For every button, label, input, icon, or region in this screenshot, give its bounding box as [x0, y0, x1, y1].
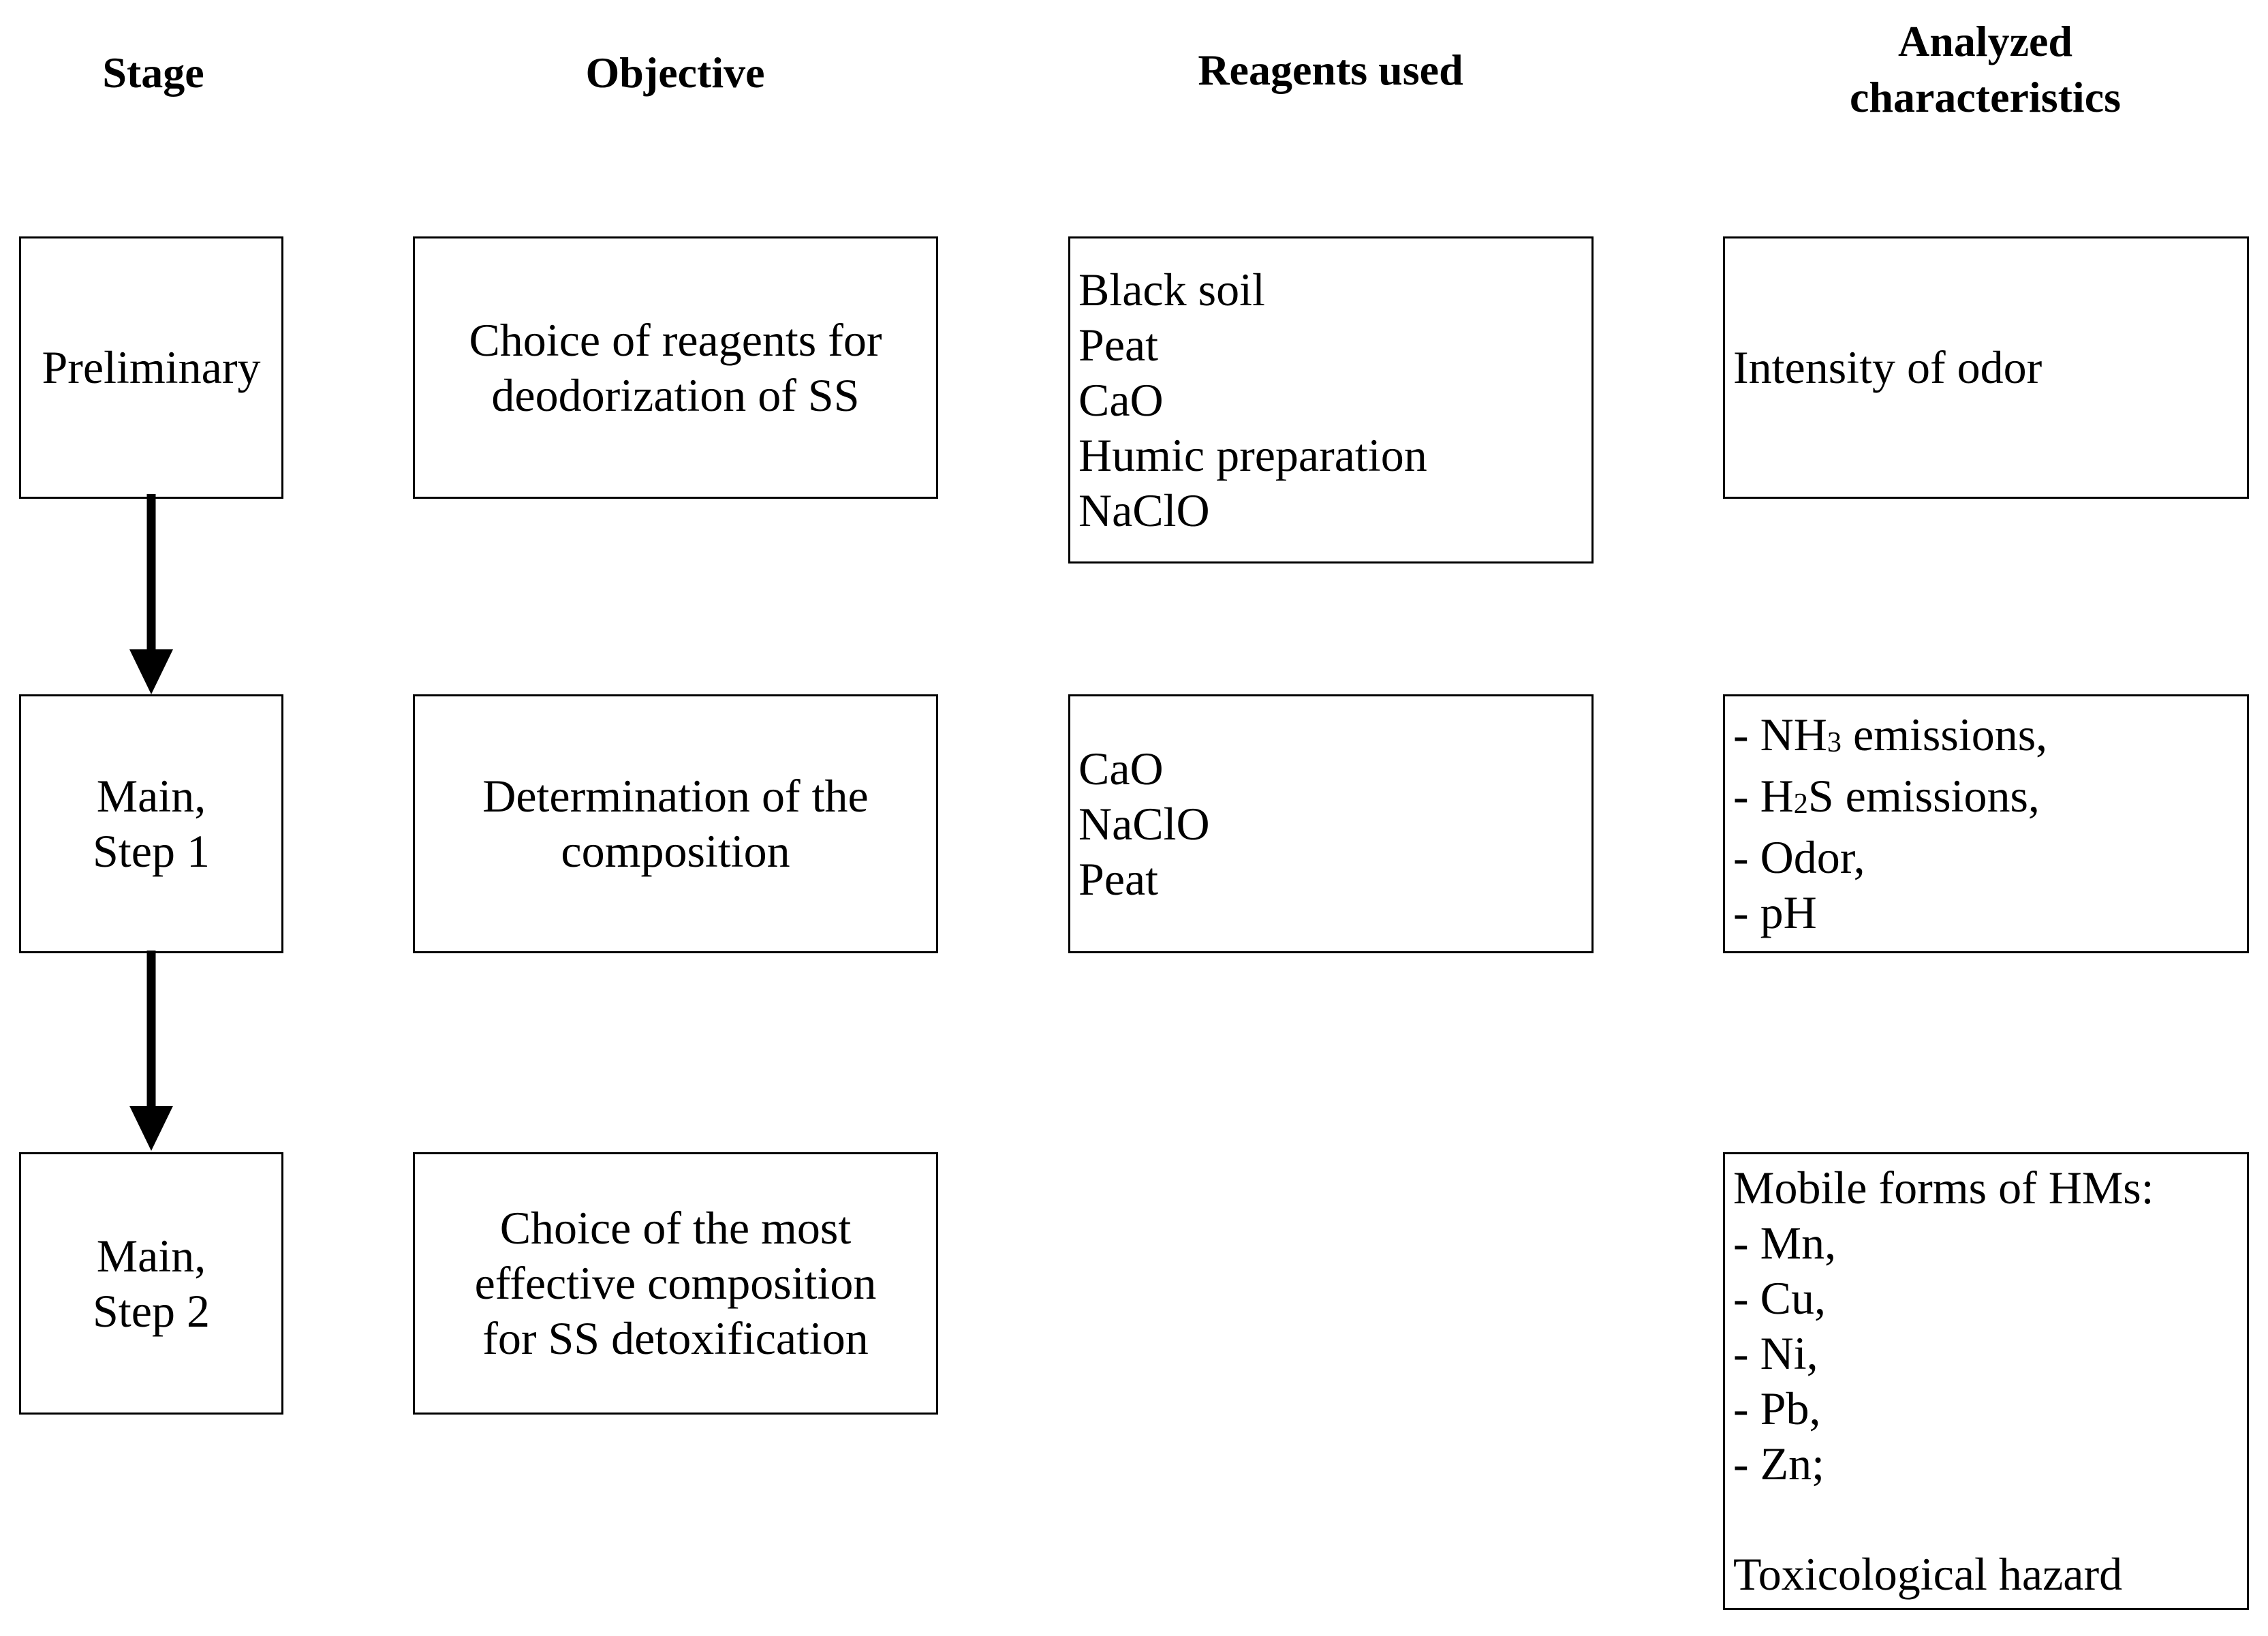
analyzed-box-1: Intensity of odor [1723, 236, 2249, 499]
arrow-down-icon [129, 494, 173, 694]
arrow-down-icon [129, 951, 173, 1151]
objective-text: deodorization of SS [491, 369, 860, 421]
analyzed-item: - Cu, [1733, 1272, 1826, 1324]
reagents-box-1: Black soil Peat CaO Humic preparation Na… [1068, 236, 1594, 564]
stage-text: Main, [96, 770, 206, 822]
analyzed-text: Intensity of odor [1733, 341, 2042, 393]
objective-text: composition [561, 825, 790, 877]
objective-box-1: Choice of reagents for deodorization of … [413, 236, 938, 499]
header-stage: Stage [102, 48, 204, 97]
stage-box-main-step2: Main, Step 2 [19, 1152, 283, 1415]
objective-box-3: Choice of the most effective composition… [413, 1152, 938, 1415]
analyzed-item: Toxicological hazard [1733, 1548, 2123, 1600]
reagent-item: Peat [1078, 318, 1159, 371]
analyzed-item: Mobile forms of HMs: [1733, 1162, 2154, 1214]
reagents-box-2: CaO NaClO Peat [1068, 694, 1594, 953]
header-reagents: Reagents used [1198, 46, 1463, 94]
reagent-item: Peat [1078, 852, 1159, 905]
header-analyzed: Analyzed characteristics [1723, 14, 2248, 125]
analyzed-item: - pH [1733, 886, 1817, 938]
stage-box-preliminary: Preliminary [19, 236, 283, 499]
objective-text: for SS detoxification [482, 1312, 869, 1364]
analyzed-item: - NH3 emissions, [1733, 709, 2048, 760]
header-analyzed-line2: characteristics [1849, 73, 2122, 121]
objective-text: Choice of reagents for [469, 313, 882, 366]
reagent-item: CaO [1078, 742, 1164, 794]
analyzed-item: - H2S emissions, [1733, 770, 2040, 822]
objective-box-2: Determination of the composition [413, 694, 938, 953]
analyzed-item: - Mn, [1733, 1217, 1837, 1269]
analyzed-box-3: Mobile forms of HMs: - Mn, - Cu, - Ni, -… [1723, 1152, 2249, 1610]
reagent-item: NaClO [1078, 484, 1210, 536]
objective-text: Choice of the most [499, 1202, 852, 1254]
reagent-item: CaO [1078, 373, 1164, 426]
stage-text: Step 1 [93, 825, 210, 877]
analyzed-item: - Pb, [1733, 1383, 1821, 1434]
stage-text: Preliminary [42, 341, 261, 393]
stage-box-main-step1: Main, Step 1 [19, 694, 283, 953]
objective-text: effective composition [474, 1257, 877, 1309]
reagent-item: NaClO [1078, 797, 1210, 850]
header-objective: Objective [585, 48, 765, 97]
analyzed-item: - Ni, [1733, 1327, 1818, 1379]
analyzed-item [1733, 1492, 2247, 1547]
header-analyzed-line1: Analyzed [1898, 17, 2072, 65]
analyzed-box-2: - NH3 emissions, - H2S emissions, - Odor… [1723, 694, 2249, 953]
analyzed-item: - Zn; [1733, 1438, 1825, 1490]
analyzed-item: - Odor, [1733, 831, 1865, 883]
objective-text: Determination of the [482, 770, 869, 822]
stage-text: Main, [96, 1229, 206, 1282]
reagent-item: Black soil [1078, 263, 1265, 315]
analyzed-item: Intensity of odor [1733, 340, 2247, 395]
stage-text: Step 2 [93, 1284, 210, 1337]
reagent-item: Humic preparation [1078, 429, 1427, 481]
